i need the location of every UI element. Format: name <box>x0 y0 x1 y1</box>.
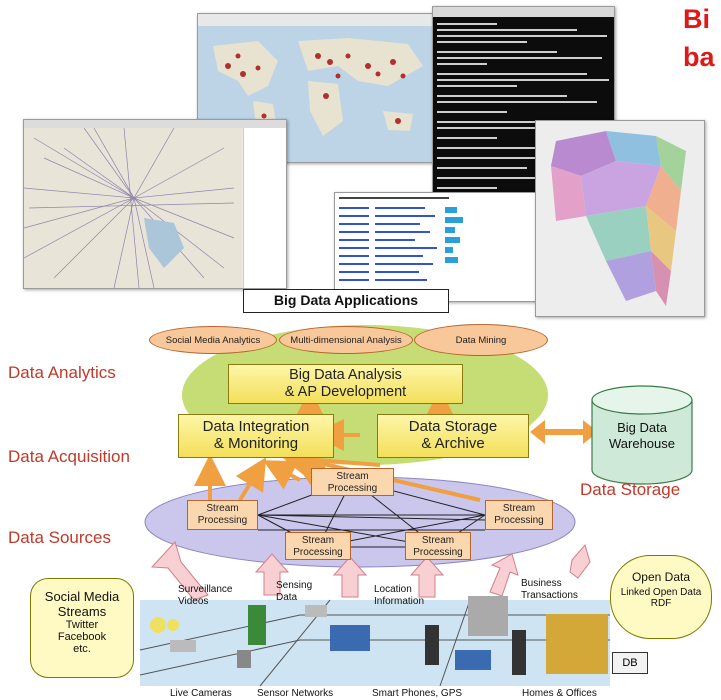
stream-box-top-line2: Processing <box>327 483 378 494</box>
bottom-label-sensor-networks: Sensor Networks <box>257 688 334 699</box>
bottom-scene <box>139 596 610 687</box>
label-surveillance-line2: Videos <box>178 595 209 607</box>
title-fragment: Bi ba <box>683 0 715 76</box>
warehouse-cylinder <box>591 385 693 485</box>
stream-mesh <box>257 479 519 548</box>
stream-box-bottom-left-line1: Stream <box>301 535 335 546</box>
social-media-line4: Facebook <box>57 631 107 643</box>
terminal-title-bar <box>433 7 614 17</box>
box-big-data-analysis-line1: Big Data Analysis <box>289 367 402 383</box>
stream-box-right-line2: Processing <box>494 515 544 526</box>
title-line2: ba <box>683 42 715 72</box>
box-data-integration-line2: & Monitoring <box>213 435 299 453</box>
db-box: DB <box>612 652 648 674</box>
table-screenshot <box>334 192 554 302</box>
open-data-line3: RDF <box>650 598 672 609</box>
warehouse-label: Big Data Warehouse <box>592 420 692 453</box>
label-business-line1: Business <box>521 578 562 589</box>
stream-box-left-line1: Stream <box>206 503 239 514</box>
box-data-integration-line1: Data Integration <box>202 418 310 435</box>
stream-box-top-line1: Stream <box>336 471 369 482</box>
label-location-line1: Location <box>374 584 412 595</box>
stream-box-top: Stream Processing <box>311 468 394 496</box>
warehouse-line1: Big Data <box>617 420 667 435</box>
table-text <box>339 197 463 281</box>
bottom-label-live-cameras: Live Cameras <box>170 688 232 699</box>
label-business: Business Transactions <box>521 578 593 601</box>
title-line1: Bi <box>683 4 710 34</box>
tokyo-map-image <box>24 128 242 288</box>
region-map-image <box>536 121 704 316</box>
stream-box-right: Stream Processing <box>485 500 553 530</box>
label-location: Location Information <box>374 584 444 607</box>
side-panel <box>243 128 286 288</box>
social-media-line2: Streams <box>57 604 107 619</box>
label-sensing: Sensing Data <box>276 580 320 603</box>
bottom-label-homes-offices: Homes & Offices <box>522 688 597 699</box>
stream-box-left-line2: Processing <box>197 515 248 526</box>
oval-data-mining: Data Mining <box>414 324 548 356</box>
box-data-storage-line2: & Archive <box>421 435 485 453</box>
label-data-analytics: Data Analytics <box>8 363 116 382</box>
browser-bar <box>24 120 286 128</box>
label-business-line2: Transactions <box>521 589 578 601</box>
warehouse-line2: Warehouse <box>609 436 675 452</box>
box-data-storage-line1: Data Storage <box>408 418 498 435</box>
social-media-line3: Twitter <box>65 619 99 631</box>
stream-box-bottom-right-line2: Processing <box>413 547 463 558</box>
region-map-screenshot <box>535 120 705 317</box>
label-location-line2: Information <box>374 595 425 607</box>
label-sensing-line2: Data <box>276 591 298 603</box>
label-data-sources: Data Sources <box>8 528 111 547</box>
label-surveillance-line1: Surveillance <box>178 584 233 595</box>
tokyo-map-screenshot <box>23 119 287 289</box>
label-data-storage: Data Storage <box>580 480 681 499</box>
warehouse-arrow <box>530 420 598 444</box>
oval-social-media-analytics: Social Media Analytics <box>149 326 277 354</box>
bottom-label-smart-phones: Smart Phones, GPS <box>372 688 463 699</box>
social-media-line5: etc. <box>73 643 91 655</box>
stream-box-left: Stream Processing <box>187 500 258 530</box>
social-media-line1: Social Media <box>44 589 120 604</box>
box-data-storage: Data Storage & Archive <box>377 414 529 458</box>
apps-label: Big Data Applications <box>243 289 449 313</box>
social-media-bubble: Social Media Streams Twitter Facebook et… <box>30 578 134 678</box>
source-arrows <box>150 541 591 601</box>
stream-box-bottom-right: Stream Processing <box>405 532 471 560</box>
stream-box-right-line1: Stream <box>502 503 536 514</box>
label-data-acquisition: Data Acquisition <box>8 447 130 466</box>
oval-multidimensional-analysis: Multi-dimensional Analysis <box>279 326 413 354</box>
open-data-line1: Open Data <box>631 570 691 584</box>
box-big-data-analysis-line2: & AP Development <box>284 383 407 400</box>
open-data-line2: Linked Open Data <box>620 587 702 598</box>
label-sensing-line1: Sensing <box>276 580 313 591</box>
box-data-integration: Data Integration & Monitoring <box>178 414 334 458</box>
label-surveillance: Surveillance Videos <box>178 584 242 607</box>
terminal-text <box>437 23 609 189</box>
box-big-data-analysis: Big Data Analysis & AP Development <box>228 364 463 404</box>
stream-box-bottom-right-line1: Stream <box>421 535 455 546</box>
stream-box-bottom-left-line2: Processing <box>293 547 343 558</box>
stream-box-bottom-left: Stream Processing <box>285 532 351 560</box>
open-data-bubble: Open Data Linked Open Data RDF <box>610 555 712 639</box>
